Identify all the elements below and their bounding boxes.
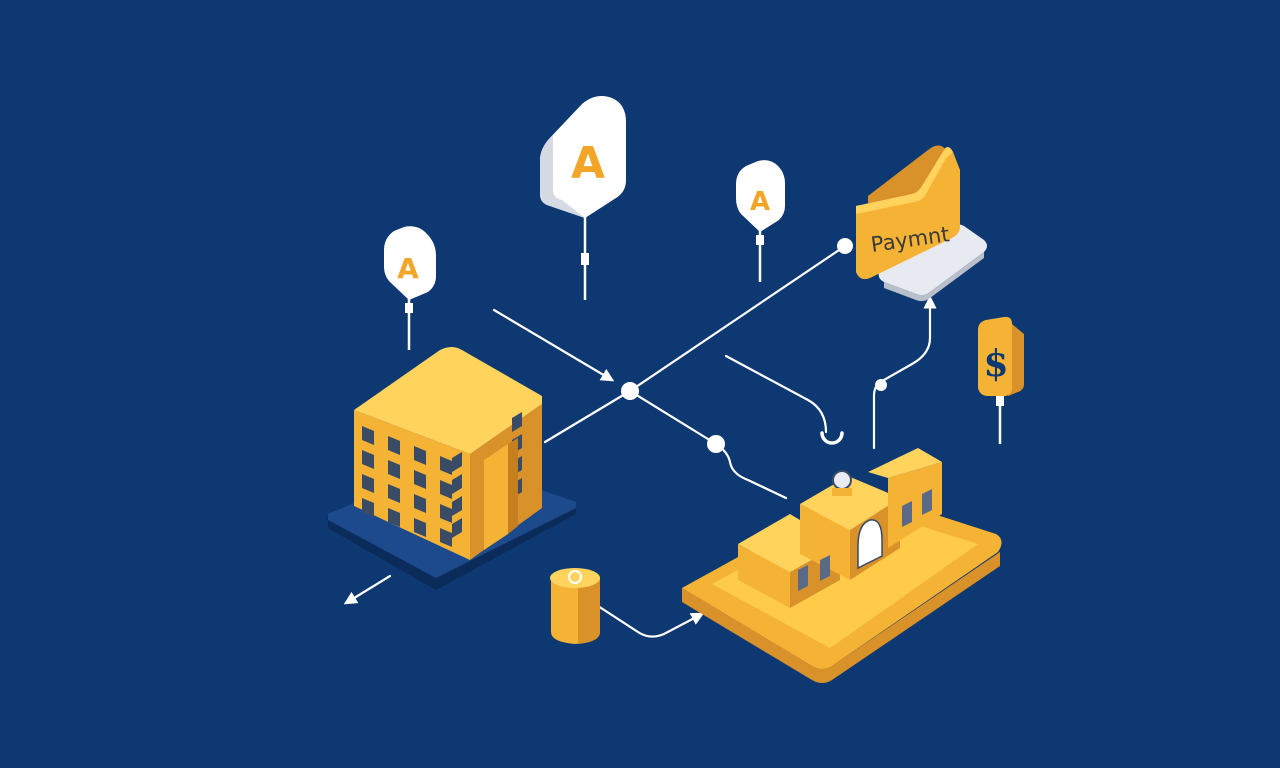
window [440, 480, 452, 499]
junction-node[interactable] [707, 435, 725, 453]
connector-upper-left-to-hub [492, 308, 615, 382]
building-left-face [354, 410, 470, 560]
bank-center-front [800, 504, 850, 580]
bank-right-wing-roof [868, 448, 942, 478]
cylinder-top-ring [568, 570, 582, 584]
connector-cylinder-to-bank [596, 604, 705, 638]
window [922, 489, 932, 515]
hub-node[interactable] [621, 382, 639, 400]
window [388, 508, 400, 527]
location-pin-large[interactable]: A [540, 96, 626, 300]
hook-icon [820, 431, 844, 445]
window [362, 474, 374, 493]
cylinder-node-icon[interactable] [550, 568, 600, 644]
payment-screen-top [856, 146, 953, 214]
pin-label: A [750, 187, 770, 217]
bank-building-icon[interactable] [682, 448, 1002, 683]
building-balcony [484, 444, 508, 550]
pin-stem-knot [405, 303, 413, 313]
payment-node[interactable] [837, 238, 853, 254]
dollar-label: $ [983, 343, 1008, 385]
window [362, 426, 374, 445]
window [414, 446, 426, 465]
location-pin-small-right[interactable]: A [736, 160, 785, 282]
window [440, 528, 452, 547]
pin-stem-knot [756, 235, 764, 245]
laptop-base-edge [884, 252, 984, 302]
pin-label: A [397, 252, 419, 285]
window [362, 498, 374, 517]
connector-building-to-hub [543, 389, 632, 444]
window [388, 484, 400, 503]
building-roof [354, 347, 542, 454]
window [820, 555, 830, 581]
apartment-building-icon[interactable] [326, 347, 576, 590]
window [414, 518, 426, 537]
window [362, 450, 374, 469]
connector-hook-line [724, 354, 828, 434]
pin-label: A [571, 138, 605, 189]
cylinder-side [578, 578, 600, 644]
location-pin-small-left[interactable]: A [384, 226, 436, 350]
bank-left-wing-front [738, 544, 790, 608]
window [452, 496, 462, 516]
pin-stem-knot [581, 253, 589, 265]
window [440, 504, 452, 523]
bank-center-roof [800, 476, 900, 530]
building-platform-edge [328, 508, 576, 590]
window [452, 452, 462, 472]
bank-arch-door [857, 519, 883, 570]
bank-windows [798, 489, 932, 591]
window [798, 565, 808, 591]
location-pin-icon [540, 96, 626, 218]
window [452, 474, 462, 494]
window [902, 501, 912, 527]
window [452, 518, 462, 538]
location-pin-icon [736, 160, 785, 232]
connector-exit-arrow [343, 574, 392, 605]
laptop-base [878, 224, 987, 296]
tag-stem-knot [996, 396, 1004, 406]
window [414, 494, 426, 513]
bank-right-wing-front [888, 462, 942, 548]
window [388, 460, 400, 479]
building-balcony-shade [508, 438, 518, 534]
connector-bank-to-payment [872, 295, 937, 450]
building-windows [362, 412, 522, 547]
cylinder-top [550, 568, 600, 588]
connector-nodes [621, 238, 887, 453]
bank-dome-base [832, 488, 852, 496]
dollar-tag-icon [978, 316, 1012, 396]
payment-screen [856, 146, 960, 280]
bank-dome-icon [832, 470, 852, 490]
window [440, 456, 452, 475]
laptop-payment-icon[interactable]: Paymnt [856, 145, 987, 302]
location-pin-icon [384, 226, 436, 300]
connector-hub-to-payment [628, 244, 847, 393]
window [388, 436, 400, 455]
riser-node[interactable] [875, 379, 887, 391]
dollar-tag[interactable]: $ [978, 316, 1024, 444]
window [414, 470, 426, 489]
pin-side-shadow [540, 136, 585, 218]
window [512, 412, 522, 432]
